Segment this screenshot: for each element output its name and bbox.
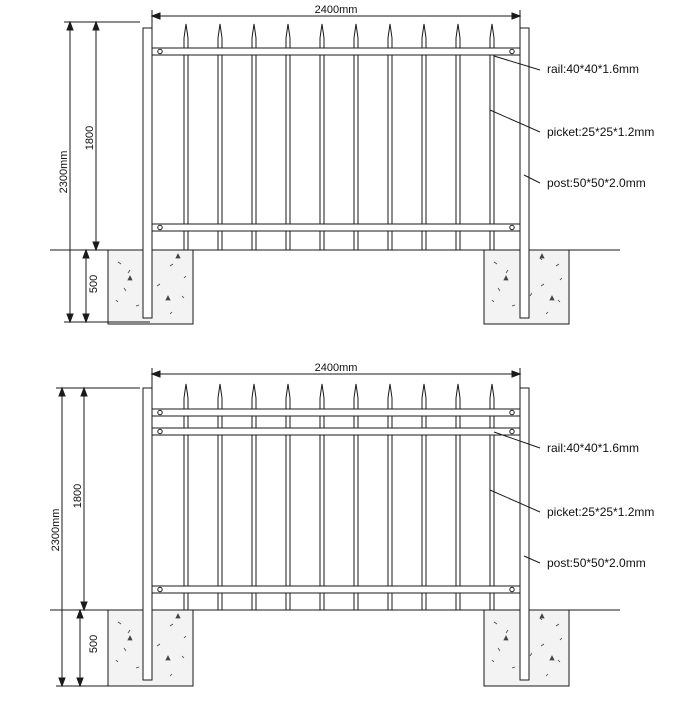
right-post (519, 27, 530, 319)
height-dimensions (56, 386, 150, 688)
left-post (142, 387, 153, 681)
picket-callout: picket:25*25*1.2mm (547, 125, 654, 139)
footing-depth-label: 500 (88, 635, 100, 653)
post-callout: post:50*50*2.0mm (547, 556, 646, 570)
width-label: 2400mm (315, 362, 358, 374)
left-post (142, 27, 153, 319)
width-label: 2400mm (315, 4, 358, 16)
fence-drawing-top (50, 10, 620, 325)
above-ground-height-label: 1800 (84, 126, 96, 150)
right-post (519, 387, 530, 681)
rails-top (151, 47, 521, 232)
rails-bottom (151, 408, 521, 594)
fence-drawing-bottom (50, 368, 620, 688)
footing-depth-label: 500 (88, 275, 100, 293)
rail-callout: rail:40*40*1.6mm (547, 441, 639, 455)
above-ground-height-label: 1800 (72, 484, 84, 508)
callout-leaders-bottom (489, 431, 541, 564)
callout-leaders-top (489, 55, 541, 184)
rail-callout: rail:40*40*1.6mm (547, 62, 639, 76)
pickets-bottom (183, 383, 495, 610)
width-dimension (150, 10, 522, 40)
total-height-label: 2300mm (58, 151, 70, 194)
post-callout: post:50*50*2.0mm (547, 176, 646, 190)
pickets-top (183, 23, 495, 250)
picket-callout: picket:25*25*1.2mm (547, 505, 654, 519)
width-dimension (150, 368, 522, 398)
height-dimensions (64, 20, 150, 324)
total-height-label: 2300mm (50, 509, 62, 552)
